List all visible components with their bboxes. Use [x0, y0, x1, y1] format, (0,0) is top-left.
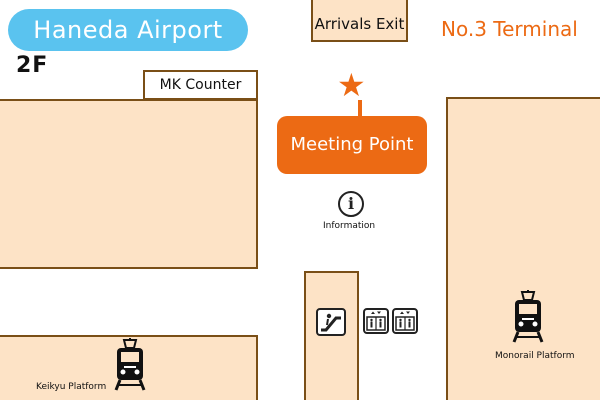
- train-icon: [114, 338, 146, 391]
- floor-label: 2F: [16, 53, 49, 78]
- train-icon: [512, 290, 544, 343]
- elevator-icon: [392, 308, 418, 334]
- airport-title: Haneda Airport: [8, 9, 248, 51]
- information-icon: i: [338, 191, 364, 217]
- arrivals-exit: Arrivals Exit: [311, 0, 408, 42]
- mk-counter-label: MK Counter: [159, 77, 242, 93]
- monorail-platform-label: Monorail Platform: [495, 351, 575, 361]
- escalator-icon: [316, 308, 346, 336]
- terminal-label: No.3 Terminal: [441, 17, 578, 41]
- mk-counter: MK Counter: [143, 70, 258, 100]
- meeting-point-label: Meeting Point: [290, 134, 414, 155]
- right-building-block: [446, 97, 600, 400]
- elevator-icon: [363, 308, 389, 334]
- information-label: Information: [323, 221, 376, 231]
- meeting-point: Meeting Point: [277, 116, 427, 174]
- star-marker-icon: ★: [337, 66, 366, 104]
- keikyu-platform-label: Keikyu Platform: [36, 382, 107, 392]
- arrivals-exit-label: Arrivals Exit: [314, 15, 405, 33]
- left-building-block: [0, 99, 258, 269]
- meeting-point-pointer: [358, 100, 362, 118]
